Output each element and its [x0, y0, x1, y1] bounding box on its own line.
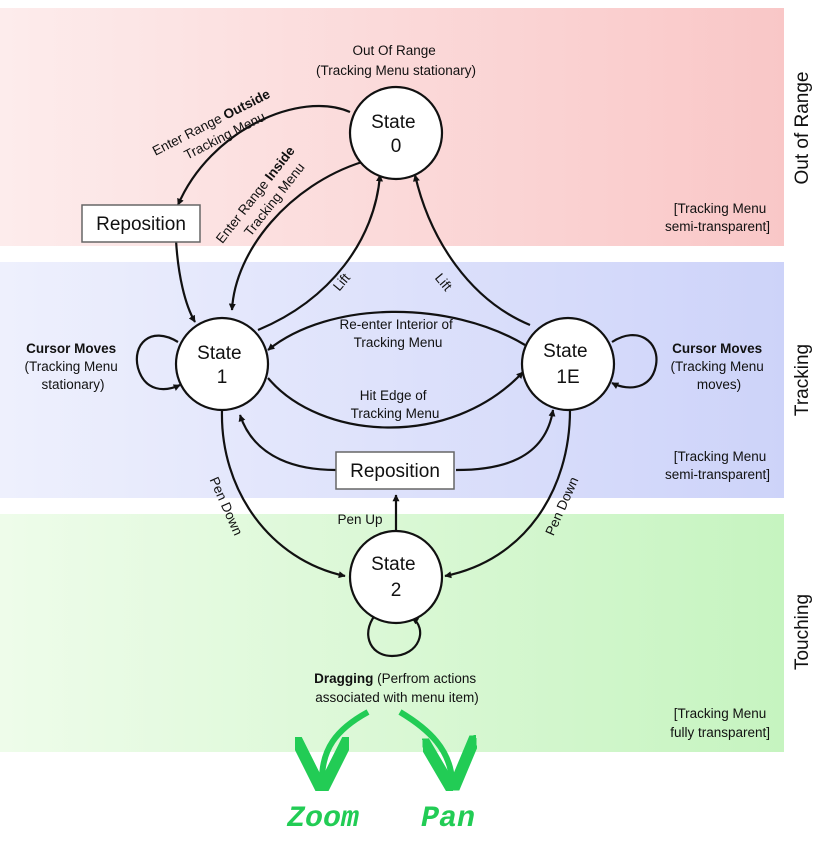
state-1e: State 1E: [520, 316, 616, 412]
label-cursor-moves-right: Cursor Moves (Tracking Menu moves): [670, 341, 767, 392]
arrow-to-pan: [398, 709, 452, 780]
action-zoom: Zoom: [286, 802, 359, 836]
edge-hit-edge: [267, 371, 524, 429]
label-hit-edge: Hit Edge of Tracking Menu: [351, 388, 440, 421]
zone-note-tracking: [Tracking Menu semi-transparent]: [665, 449, 770, 482]
label-dragging: Dragging (Perfrom actions associated wit…: [314, 671, 480, 705]
edge-enter-inside: [228, 160, 363, 311]
loop-state1: [135, 334, 181, 391]
state-2: State 2: [348, 529, 444, 625]
zone-note-out-of-range: [Tracking Menu semi-transparent]: [665, 201, 770, 234]
zone-label-out-of-range: Out of Range: [792, 71, 813, 184]
edge-pen-down-right: [444, 409, 572, 579]
reposition-box-mid: Reposition: [335, 451, 455, 490]
edge-pen-down-left: [220, 409, 346, 579]
svg-text:State 1E: State 1E: [543, 341, 593, 388]
state-1: State 1: [174, 316, 270, 412]
edge-lift-left: [257, 174, 384, 332]
state-0: State 0: [348, 85, 444, 181]
loop-state1e: [611, 334, 658, 389]
svg-text:State 1: State 1: [197, 343, 247, 388]
svg-text:State 2: State 2: [371, 554, 421, 601]
edge-lift-right: [413, 174, 531, 327]
zone-note-touching: [Tracking Menu fully transparent]: [670, 706, 770, 740]
edge-reenter: [267, 310, 526, 351]
svg-text:Reposition: Reposition: [350, 461, 440, 482]
label-cursor-moves-left: Cursor Moves (Tracking Menu stationary): [24, 341, 121, 392]
svg-text:Reposition: Reposition: [96, 214, 186, 235]
zone-label-tracking: Tracking: [792, 344, 813, 416]
arrow-to-zoom: [322, 709, 370, 780]
edge-reposition-to-state1: [174, 239, 196, 323]
label-pen-up: Pen Up: [337, 512, 382, 527]
label-out-of-range: Out Of Range (Tracking Menu stationary): [316, 43, 476, 78]
edge-enter-outside: [176, 104, 351, 206]
edge-reposition-mid-to-state1: [238, 414, 337, 472]
svg-text:State 0: State 0: [371, 112, 421, 157]
edge-reposition-mid-to-state1e: [455, 409, 556, 472]
action-pan: Pan: [421, 802, 475, 836]
reposition-box-top: Reposition: [81, 204, 201, 243]
label-reenter: Re-enter Interior of Tracking Menu: [339, 317, 456, 350]
zone-label-touching: Touching: [792, 594, 813, 670]
loop-state2: [367, 611, 422, 658]
